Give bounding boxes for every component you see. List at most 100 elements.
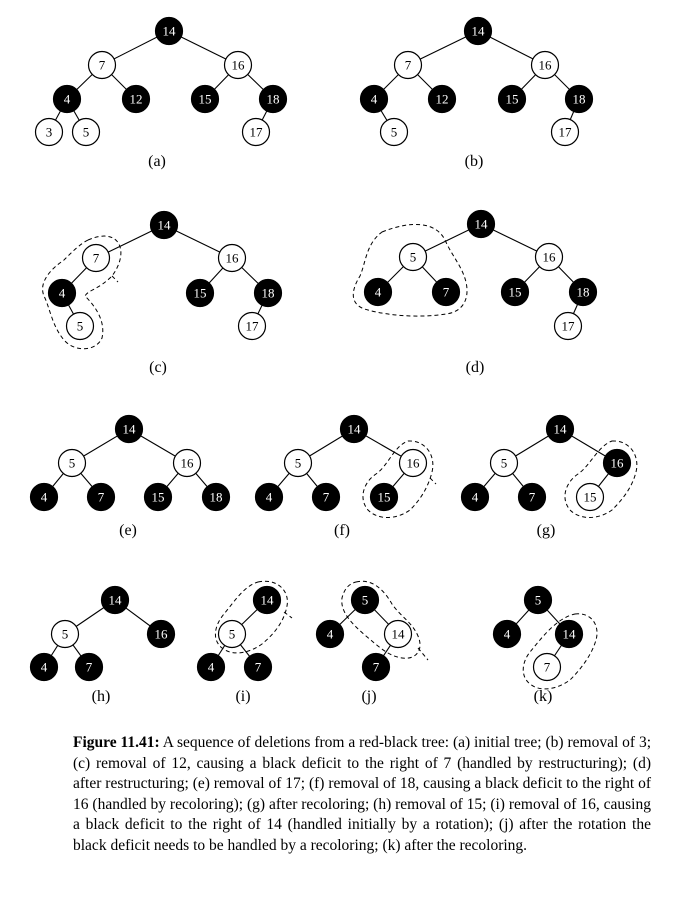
node-value: 18 — [573, 92, 586, 107]
node-value: 16 — [181, 456, 195, 471]
highlight-outline — [341, 580, 421, 659]
node-value: 7 — [405, 58, 412, 73]
tree-node-5: 5 — [50, 619, 80, 649]
node-value: 7 — [255, 660, 262, 675]
node-value: 4 — [504, 627, 511, 642]
highlight-outline-tail — [417, 647, 429, 661]
black-node-circle — [350, 585, 380, 615]
black-node-circle — [554, 619, 584, 649]
node-value: 4 — [41, 490, 48, 505]
black-node-circle — [154, 16, 184, 46]
tree-node-14: 14 — [383, 619, 413, 649]
tree-node-12: 12 — [121, 84, 151, 114]
node-value: 14 — [163, 24, 177, 39]
black-node-circle — [497, 84, 527, 114]
tree-node-4: 4 — [254, 482, 284, 512]
panel-label: (a) — [148, 153, 166, 170]
red-node-circle — [398, 242, 428, 272]
red-node-circle — [575, 482, 605, 512]
black-node-circle — [86, 482, 116, 512]
tree-node-18: 18 — [258, 84, 288, 114]
tree-node-18: 18 — [568, 277, 598, 307]
red-node-circle — [553, 311, 583, 341]
panel-label: (g) — [537, 522, 556, 539]
black-node-circle — [121, 84, 151, 114]
node-value: 14 — [563, 627, 577, 642]
tree-node-15: 15 — [190, 84, 220, 114]
black-node-circle — [149, 210, 179, 240]
highlight-outline — [522, 613, 598, 690]
panel-label: (k) — [534, 688, 553, 705]
tree-node-16: 16 — [534, 242, 564, 272]
black-node-circle — [369, 482, 399, 512]
red-node-circle — [71, 117, 101, 147]
node-value: 5 — [69, 456, 76, 471]
node-value: 14 — [475, 217, 489, 232]
black-node-circle — [359, 84, 389, 114]
tree-node-14: 14 — [463, 16, 493, 46]
tree-node-7: 7 — [86, 482, 116, 512]
node-value: 4 — [266, 490, 273, 505]
tree-node-4: 4 — [492, 619, 522, 649]
node-value: 4 — [64, 92, 71, 107]
black-node-circle — [602, 448, 632, 478]
tree-node-16: 16 — [602, 448, 632, 478]
tree-node-7: 7 — [74, 652, 104, 682]
node-value: 5 — [501, 456, 508, 471]
tree-node-14: 14 — [114, 414, 144, 444]
red-node-circle — [383, 619, 413, 649]
tree-node-7: 7 — [517, 482, 547, 512]
red-node-circle — [172, 448, 202, 478]
tree-node-5: 5 — [523, 585, 553, 615]
tree-node-14: 14 — [554, 619, 584, 649]
tree-node-17: 17 — [237, 311, 267, 341]
tree-node-7: 7 — [87, 50, 117, 80]
black-node-circle — [492, 619, 522, 649]
node-value: 14 — [348, 422, 362, 437]
node-value: 15 — [194, 286, 207, 301]
caption-text: A sequence of deletions from a red-black… — [73, 734, 652, 854]
tree-node-15: 15 — [185, 278, 215, 308]
red-node-circle — [534, 242, 564, 272]
tree-node-18: 18 — [253, 278, 283, 308]
red-node-circle — [50, 619, 80, 649]
red-node-circle — [379, 117, 409, 147]
black-node-circle — [196, 652, 226, 682]
tree-node-7: 7 — [311, 482, 341, 512]
tree-node-15: 15 — [500, 277, 530, 307]
tree-node-7: 7 — [361, 652, 391, 682]
black-node-circle — [545, 414, 575, 444]
node-value: 4 — [375, 285, 382, 300]
black-node-circle — [564, 84, 594, 114]
black-node-circle — [427, 84, 457, 114]
black-node-circle — [363, 277, 393, 307]
panel-label: (e) — [119, 522, 137, 539]
highlight-outline-tail — [283, 611, 293, 619]
node-value: 15 — [506, 92, 519, 107]
black-node-circle — [517, 482, 547, 512]
node-value: 17 — [562, 319, 576, 334]
node-value: 5 — [77, 319, 84, 334]
black-node-circle — [463, 16, 493, 46]
node-value: 14 — [123, 422, 137, 437]
black-node-circle — [315, 619, 345, 649]
tree-node-4: 4 — [363, 277, 393, 307]
tree-node-5: 5 — [283, 448, 313, 478]
highlight-outline — [42, 235, 122, 350]
black-node-circle — [201, 482, 231, 512]
node-value: 7 — [86, 660, 93, 675]
black-node-circle — [252, 585, 282, 615]
node-value: 18 — [262, 286, 275, 301]
tree-node-14: 14 — [149, 210, 179, 240]
node-value: 16 — [539, 58, 553, 73]
red-node-circle — [237, 311, 267, 341]
tree-node-16: 16 — [530, 50, 560, 80]
figure-caption: Figure 11.41: A sequence of deletions fr… — [73, 733, 651, 856]
node-value: 4 — [59, 286, 66, 301]
node-value: 16 — [407, 456, 421, 471]
node-value: 14 — [472, 24, 486, 39]
tree-node-4: 4 — [315, 619, 345, 649]
